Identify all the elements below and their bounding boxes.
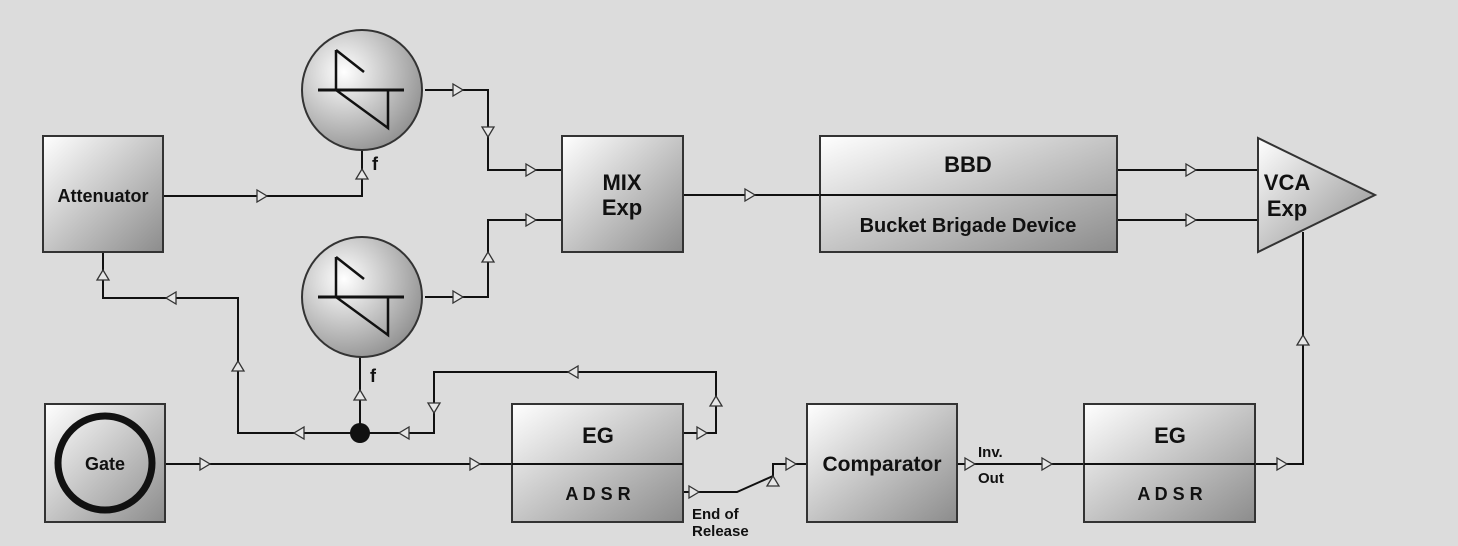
junction-dot [350, 423, 370, 443]
arrow-right [688, 484, 701, 500]
arrow-left [292, 425, 305, 441]
comparator-label: Comparator [822, 453, 941, 476]
mix-label-1: MIX [602, 170, 641, 195]
arrow-down [426, 402, 442, 415]
vco-top: f [301, 29, 423, 174]
arrow-up [765, 474, 781, 487]
attenuator-block: Attenuator [42, 135, 164, 253]
arrow-up [480, 250, 496, 263]
arrow-right [696, 425, 709, 441]
arrow-up [354, 167, 370, 180]
arrow-right [452, 289, 465, 305]
arrow-right [1185, 162, 1198, 178]
bbd-sublabel: Bucket Brigade Device [860, 215, 1077, 237]
arrow-left [164, 290, 177, 306]
eg2-adsr: A D S R [1137, 484, 1202, 504]
inv-out-label-2: Out [978, 470, 1004, 487]
arrow-right [452, 82, 465, 98]
arrows [95, 82, 1311, 500]
gate-block: Gate [44, 403, 166, 523]
comparator-block: Comparator [806, 403, 958, 523]
arrow-up [230, 359, 246, 372]
arrow-right [256, 188, 269, 204]
mix-label-2: Exp [602, 195, 642, 220]
sawtooth-wave-icon [334, 257, 390, 338]
eg1-adsr: A D S R [565, 484, 630, 504]
vca-label-1: VCA [1264, 170, 1311, 195]
arrow-right [744, 187, 757, 203]
vco-bottom: f [301, 236, 423, 386]
arrow-left [397, 425, 410, 441]
arrow-right [785, 456, 798, 472]
gate-label: Gate [85, 454, 125, 474]
arrow-up [352, 388, 368, 401]
arrow-right [1185, 212, 1198, 228]
arrow-right [469, 456, 482, 472]
sawtooth-wave-icon [334, 50, 390, 131]
gate-ring-icon [54, 412, 156, 514]
arrow-up [708, 394, 724, 407]
eg1-label: EG [582, 423, 614, 448]
vca-label-2: Exp [1267, 196, 1307, 221]
arrow-down [480, 126, 496, 139]
vca-block: VCA Exp [1257, 136, 1378, 254]
arrow-right [964, 456, 977, 472]
arrow-right [525, 162, 538, 178]
bbd-block: BBD Bucket Brigade Device [819, 135, 1118, 253]
mix-block: MIX Exp [561, 135, 684, 253]
arrow-up [95, 268, 111, 281]
arrow-up [1295, 333, 1311, 346]
attenuator-label: Attenuator [58, 186, 149, 206]
arrow-right [525, 212, 538, 228]
freq-label-bottom: f [370, 366, 377, 386]
end-of-release-label-2: Release [692, 523, 749, 540]
inv-out-label-1: Inv. [978, 444, 1003, 461]
end-of-release-label-1: End of [692, 506, 740, 523]
eg2-label: EG [1154, 423, 1186, 448]
arrow-right [1041, 456, 1054, 472]
arrow-left [566, 364, 579, 380]
arrow-right [1276, 456, 1289, 472]
bbd-label: BBD [944, 152, 992, 177]
eg-block-2: EG A D S R [1083, 403, 1256, 523]
eg-block-1: EG A D S R [511, 403, 684, 523]
arrow-right [199, 456, 212, 472]
freq-label-top: f [372, 154, 379, 174]
